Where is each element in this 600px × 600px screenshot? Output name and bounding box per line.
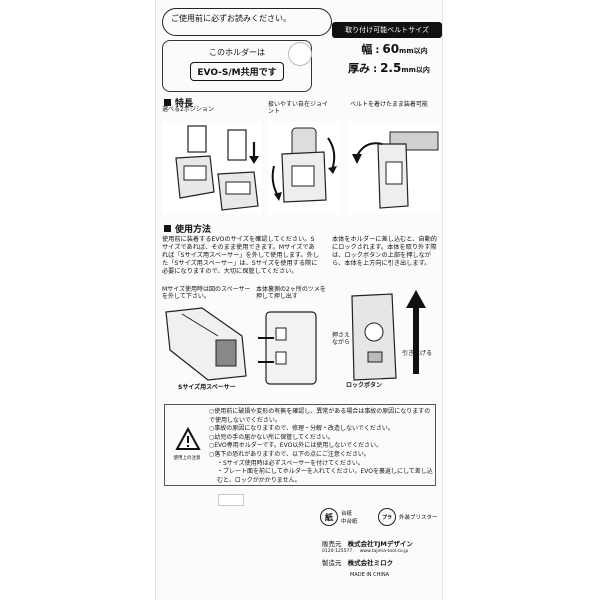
feature-caption-3: ベルトを着けたまま装着可能 xyxy=(350,101,428,108)
bullet-square-icon xyxy=(164,225,171,232)
seller-label: 販売元 xyxy=(322,540,342,548)
tab-release-figure: 本体裏側の2ヶ所のツメを押して押し出す xyxy=(256,286,326,398)
paper-recycle-text: 台紙 中台紙 xyxy=(341,509,358,525)
belt-thickness-label: 厚み xyxy=(348,62,371,75)
company-info: 販売元 株式会社TJMデザイン 0120-125577 www.tajima-t… xyxy=(322,540,442,579)
paper-recycle-sub: 中台紙 xyxy=(341,519,358,525)
card-slot xyxy=(218,494,244,506)
plastic-recycle-mark: プラ 外装ブリスター xyxy=(378,508,438,526)
lock-step1: 押さえながら xyxy=(332,332,351,346)
paper-recycle-label: 台紙 xyxy=(341,511,353,517)
maker-name: 株式会社ミロク xyxy=(347,559,394,567)
notice-text: ご使用前に必ずお読みください。 xyxy=(171,14,291,23)
compatibility-line1: このホルダーは xyxy=(209,48,265,57)
spacer-figure: Mサイズ使用時は図のスペーサーを外して下さい。 Sサイズ用スペーサー xyxy=(162,286,252,398)
usage-heading: 使用方法 xyxy=(164,222,211,235)
spacer-illustration xyxy=(165,307,247,381)
tab-release-caption: 本体裏側の2ヶ所のツメを押して押し出す xyxy=(256,286,326,300)
feature-caption-2: 扱いやすい自在ジョイント xyxy=(268,101,329,115)
swivel-joint-illustration xyxy=(268,122,340,214)
colon-sep: : xyxy=(373,64,378,75)
warning-line: ・Sサイズ使用時は必ずスペーサーを付けてください。 xyxy=(217,459,364,467)
seller-row: 販売元 株式会社TJMデザイン xyxy=(322,540,442,548)
features-heading: 特長 xyxy=(164,96,193,109)
notice-box: ご使用前に必ずお読みください。 xyxy=(162,8,332,36)
belt-size-box: 取り付け可能ベルトサイズ 幅 : 60 mm以内 厚み : 2.5 mm以内 xyxy=(332,22,442,90)
spacer-label: Sサイズ用スペーサー xyxy=(178,384,236,391)
belt-width-row: 幅 : 60 mm以内 xyxy=(332,41,442,57)
tab-release-illustration xyxy=(258,311,317,385)
warning-line: ○落下の恐れがありますので、以下の点にご注意ください。 xyxy=(209,450,370,458)
compatibility-box: このホルダーは EVO-S/M共用です xyxy=(162,40,312,92)
lock-step2: 引き上げる xyxy=(402,350,433,357)
belt-thickness-row: 厚み : 2.5 mm以内 xyxy=(332,60,442,76)
compatibility-line2: EVO-S/M共用です xyxy=(190,62,284,81)
features-title: 特長 xyxy=(175,99,194,109)
warning-line: ○EVO専用ホルダーです。EVO以外には使用しないでください。 xyxy=(209,442,383,450)
belt-mount-illustration xyxy=(348,122,440,214)
paper-recycle-mark: 紙 台紙 中台紙 xyxy=(320,508,358,526)
origin-text: MADE IN CHINA xyxy=(350,572,390,578)
paper-recycle-icon: 紙 xyxy=(320,508,338,526)
maker-label: 製造元 xyxy=(322,559,342,567)
warning-line: ○事故の原因になりますので、修理・分解・改造しないでください。 xyxy=(209,425,394,433)
belt-width-unit: mm以内 xyxy=(399,47,428,55)
package-card: ご使用前に必ずお読みください。 このホルダーは EVO-S/M共用です 取り付け… xyxy=(155,0,443,600)
warning-sign-label: 使用上の注意 xyxy=(173,456,201,461)
seller-name: 株式会社TJMデザイン xyxy=(347,540,413,548)
plastic-recycle-label: 外装ブリスター xyxy=(399,515,438,521)
lock-illustration xyxy=(351,290,426,381)
belt-width-value: 60 xyxy=(382,42,400,56)
usage-right-text: 本体をホルダーに差し込むと、自動的にロックされます。本体を取り外す際は、ロックボ… xyxy=(332,236,437,267)
belt-thickness-value: 2.5 xyxy=(380,61,402,75)
plastic-recycle-icon: プラ xyxy=(378,508,396,526)
two-position-illustration xyxy=(162,122,262,214)
lock-figure: 押さえながら 引き上げる ロックボタン xyxy=(332,286,440,398)
warning-line: ○使用前に破損や変形の有無を確認し、異常がある場合は事故の原因になりますので使用… xyxy=(209,408,431,424)
warning-lines: ○使用前に破損や変形の有無を確認し、異常がある場合は事故の原因になりますので使用… xyxy=(209,408,435,485)
usage-left-text: 使用前に装着するEVOのサイズを確認してください。Sサイズであれば、そのまま使用… xyxy=(162,236,320,275)
maker-row: 製造元 株式会社ミロク xyxy=(322,559,442,567)
warning-line: ・プレート面を前にしてホルダーを入れてください。EVOを裏返しにして差し込むと、… xyxy=(217,468,433,484)
bullet-square-icon xyxy=(164,99,171,106)
belt-thickness-unit: mm以内 xyxy=(401,66,430,74)
usage-title: 使用方法 xyxy=(175,225,212,235)
colon-sep: : xyxy=(375,45,380,56)
lock-button-label: ロックボタン xyxy=(346,382,383,389)
feature-caption-1: 選べる2ポジション xyxy=(162,106,214,113)
belt-width-label: 幅 xyxy=(361,43,373,56)
warning-line: ○幼児の手の届かない所に保管してください。 xyxy=(209,433,334,441)
contact-row: 0120-125577 www.tajima-tool.co.jp xyxy=(322,548,442,556)
warning-triangle-icon xyxy=(175,427,201,450)
warning-box: 使用上の注意 ○使用前に破損や変形の有無を確認し、異常がある場合は事故の原因にな… xyxy=(164,404,436,486)
seller-phone: 0120-125577 xyxy=(322,549,353,554)
belt-size-header: 取り付け可能ベルトサイズ xyxy=(332,22,442,38)
hang-hole xyxy=(288,42,312,66)
spacer-figure-caption: Mサイズ使用時は図のスペーサーを外して下さい。 xyxy=(162,286,251,300)
seller-url: www.tajima-tool.co.jp xyxy=(359,549,409,554)
